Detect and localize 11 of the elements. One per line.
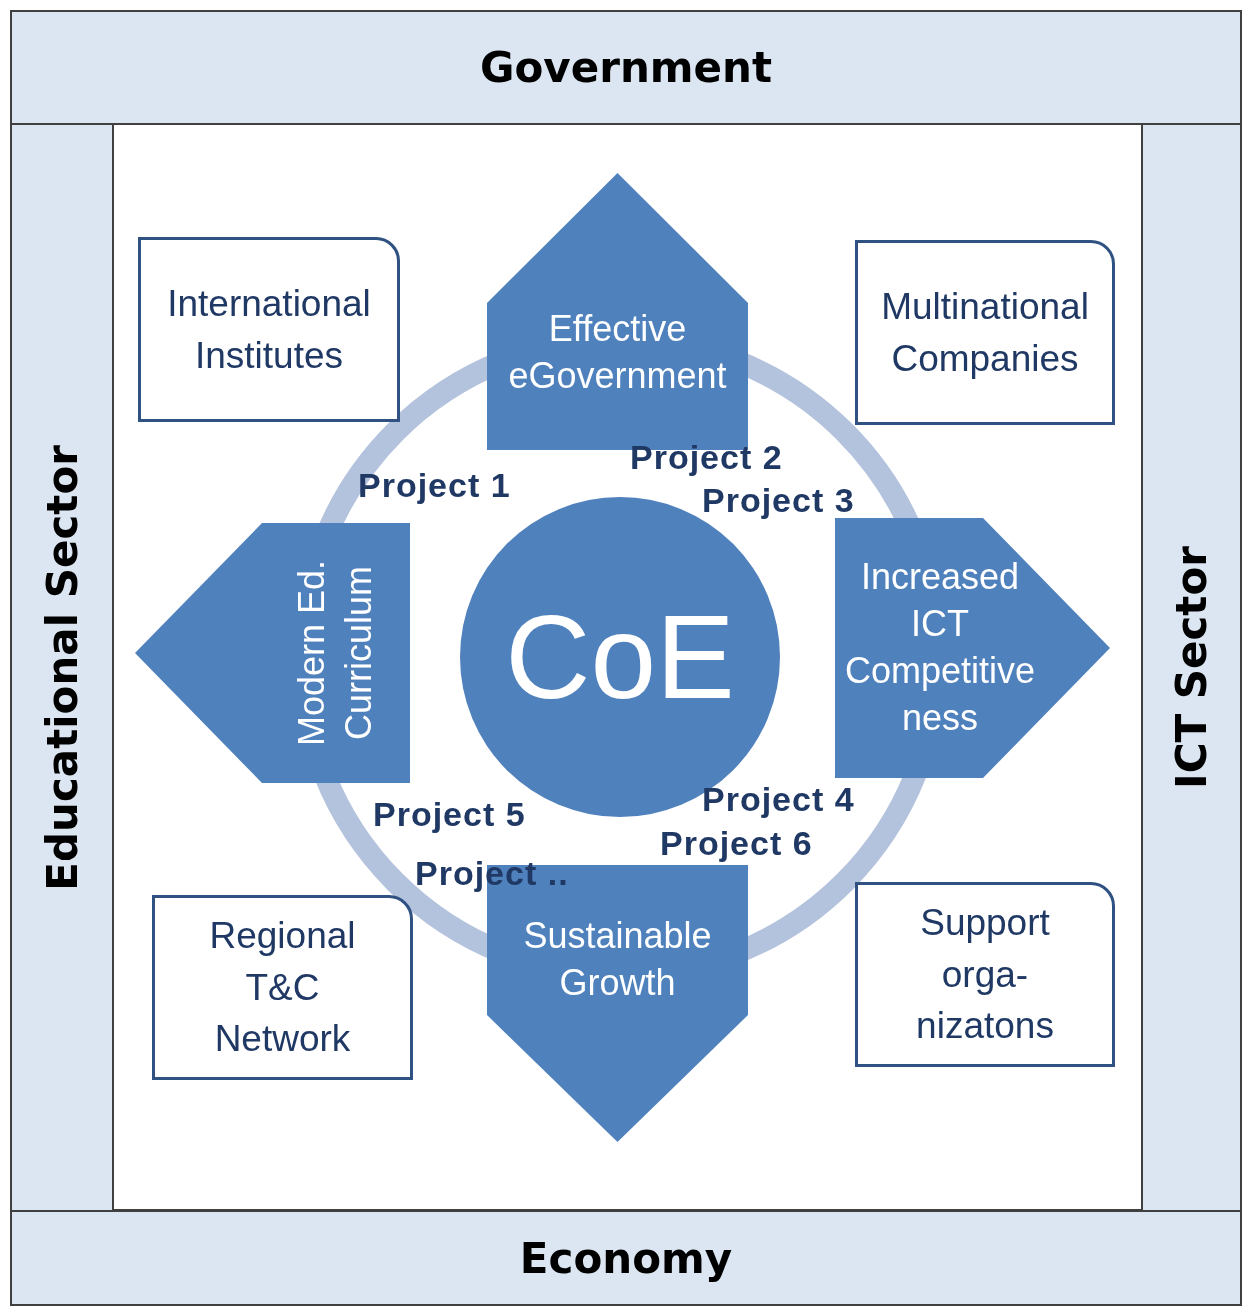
sector-band: ICT Sector [1141,123,1242,1212]
text-box: Regional T&C Network [152,895,413,1080]
sector-band: Government [10,10,1242,125]
pentagon: Increased ICT Competitive ness [835,518,1110,778]
sector-band: Educational Sector [10,123,114,1212]
text-box: Multinational Companies [855,240,1115,425]
pentagon: Modern Ed. Curriculum [135,523,410,783]
text-box: Support orga- nizatons [855,882,1115,1067]
sector-band: Economy [10,1210,1242,1306]
project-label: Project 6 [660,824,813,863]
text-box: International Institutes [138,237,400,422]
